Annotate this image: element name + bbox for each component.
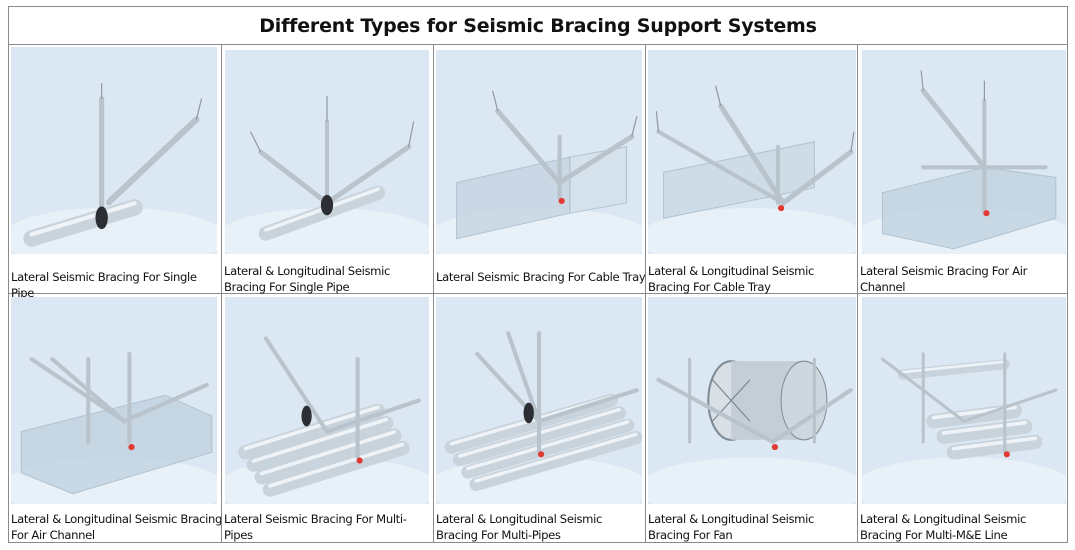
caption: Lateral Seismic Bracing For Multi-Pipes — [224, 512, 407, 542]
caption: Lateral & Longitudinal Seismic Bracing F… — [224, 264, 390, 294]
cell-air-channel-lateral: Lateral Seismic Bracing For Air Channel — [857, 44, 1067, 294]
bracing-render-image — [862, 297, 1066, 504]
caption: Lateral & Longitudinal Seismic Bracing F… — [436, 512, 602, 542]
caption: Lateral & Longitudinal Seismic Bracing F… — [11, 512, 223, 542]
caption: Lateral & Longitudinal Seismic Bracing F… — [860, 512, 1026, 542]
caption: Lateral & Longitudinal Seismic Bracing F… — [648, 264, 814, 294]
bracing-types-table: Different Types for Seismic Bracing Supp… — [8, 6, 1068, 543]
cell-air-channel-lat-long: Lateral & Longitudinal Seismic Bracing F… — [9, 293, 223, 542]
caption: Lateral Seismic Bracing For Cable Tray — [436, 270, 646, 284]
cell-single-pipe-lat-long: Lateral & Longitudinal Seismic Bracing F… — [221, 44, 433, 294]
bracing-render-image — [436, 50, 642, 254]
caption: Lateral Seismic Bracing For Air Channel — [860, 264, 1028, 294]
caption: Lateral Seismic Bracing For Single Pipe — [11, 270, 197, 300]
bracing-render-image — [436, 297, 642, 504]
cell-cable-tray-lat-long: Lateral & Longitudinal Seismic Bracing F… — [645, 44, 857, 294]
bracing-render-image — [648, 297, 856, 504]
bracing-render-image — [11, 297, 217, 504]
bracing-render-image — [225, 297, 429, 504]
bracing-render-image — [225, 50, 429, 254]
cell-multi-me-line-lat-long: Lateral & Longitudinal Seismic Bracing F… — [857, 293, 1067, 542]
cell-cable-tray-lateral: Lateral Seismic Bracing For Cable Tray — [433, 44, 646, 293]
row-divider — [9, 293, 1067, 294]
bracing-render-image — [862, 50, 1066, 254]
bracing-render-image — [648, 50, 856, 254]
table-header: Different Types for Seismic Bracing Supp… — [9, 7, 1067, 45]
cell-multi-pipes-lat-long: Lateral & Longitudinal Seismic Bracing F… — [433, 293, 645, 542]
page-title: Different Types for Seismic Bracing Supp… — [259, 14, 817, 37]
bracing-grid: Lateral Seismic Bracing For Single Pipe … — [9, 44, 1067, 542]
cell-fan-lat-long: Lateral & Longitudinal Seismic Bracing F… — [645, 293, 857, 542]
bracing-render-image — [11, 47, 217, 254]
caption: Lateral & Longitudinal Seismic Bracing F… — [648, 512, 814, 542]
cell-single-pipe-lateral: Lateral Seismic Bracing For Single Pipe — [9, 44, 221, 300]
cell-multi-pipes-lateral: Lateral Seismic Bracing For Multi-Pipes — [221, 293, 433, 542]
